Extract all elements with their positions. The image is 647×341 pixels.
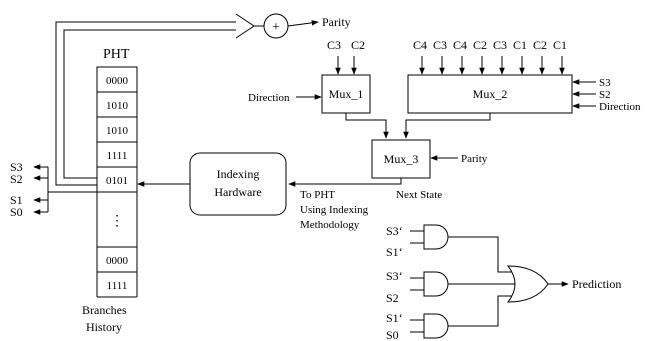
mux2-side-direction: Direction bbox=[599, 101, 641, 113]
parity-label: Parity bbox=[322, 15, 351, 29]
and-gate-1 bbox=[410, 224, 449, 250]
mux2-side-s3: S3 bbox=[599, 77, 611, 89]
mux2-label: Mux_2 bbox=[473, 87, 508, 101]
mux2-input: C4 bbox=[453, 38, 467, 52]
and3-input: S1‘ bbox=[386, 311, 403, 325]
mux3-block bbox=[371, 139, 431, 179]
indexing-note-line2: Using Indexing bbox=[300, 204, 369, 216]
pht-caption-line2: History bbox=[86, 320, 122, 334]
state-output-wires bbox=[33, 164, 97, 215]
indexing-hardware-label-line2: Hardware bbox=[214, 185, 261, 199]
output-s0: S0 bbox=[10, 205, 23, 219]
mux1-input: C2 bbox=[351, 38, 365, 52]
and1-input: S1‘ bbox=[386, 245, 403, 259]
pht-entry: 1111 bbox=[107, 280, 128, 292]
and3-input: S0 bbox=[386, 328, 399, 341]
mux2-input: C3 bbox=[493, 38, 507, 52]
prediction-label: Prediction bbox=[572, 277, 621, 291]
pht-entry: 1010 bbox=[106, 125, 129, 137]
mux1-label: Mux_1 bbox=[329, 87, 364, 101]
mux2-side-s2: S2 bbox=[599, 89, 611, 101]
mux2-input: C2 bbox=[473, 38, 487, 52]
and1-input: S3‘ bbox=[386, 224, 403, 238]
pht-ellipsis: ⋮ bbox=[110, 214, 124, 229]
indexing-hardware-block bbox=[189, 152, 287, 216]
pht-entry: 1111 bbox=[107, 150, 128, 162]
pht-title: PHT bbox=[103, 47, 130, 62]
pht-entry: 0000 bbox=[106, 255, 129, 267]
indexing-hardware-label-line1: Indexing bbox=[217, 167, 260, 181]
mux1-direction-label: Direction bbox=[248, 92, 290, 104]
pht-caption-line1: Branches bbox=[82, 303, 127, 317]
mux2-input: C4 bbox=[413, 38, 427, 52]
output-s1: S1 bbox=[10, 193, 23, 207]
mux2-input: C3 bbox=[433, 38, 447, 52]
and-gate-3 bbox=[410, 313, 449, 339]
or-gate bbox=[506, 265, 549, 303]
pht-entry: 0000 bbox=[106, 75, 129, 87]
pht-entry: 0101 bbox=[106, 175, 128, 187]
indexing-note-line1: To PHT bbox=[300, 189, 335, 201]
and2-input: S3‘ bbox=[386, 269, 403, 283]
output-s3: S3 bbox=[10, 160, 23, 174]
and-gate-2 bbox=[410, 271, 449, 297]
and2-input: S2 bbox=[386, 291, 399, 305]
parity-xor-icon: + bbox=[272, 20, 280, 35]
mux2-input: C1 bbox=[553, 38, 567, 52]
mux3-label: Mux_3 bbox=[384, 152, 419, 166]
mux2-input: C1 bbox=[513, 38, 527, 52]
gate-to-or-wires bbox=[448, 236, 517, 327]
pht-frame bbox=[96, 66, 138, 273]
mux3-parity-label: Parity bbox=[461, 153, 488, 165]
pht-table: 0000 1010 1010 1111 0101 ⋮ 0000 1111 bbox=[96, 66, 138, 298]
output-s2: S2 bbox=[10, 172, 23, 186]
mux1-input: C3 bbox=[327, 38, 341, 52]
next-state-label: Next State bbox=[396, 189, 442, 201]
mux2-input: C2 bbox=[533, 38, 547, 52]
pht-entry: 1010 bbox=[106, 100, 129, 112]
mux2-input-arrows bbox=[419, 56, 596, 109]
indexing-note-line3: Methodology bbox=[300, 219, 360, 231]
